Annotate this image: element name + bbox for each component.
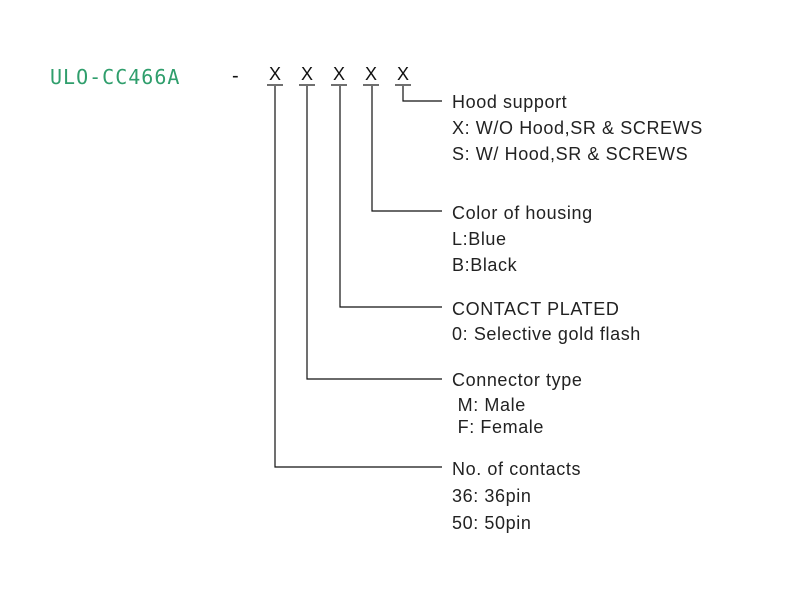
option-value: L:Blue <box>452 229 507 249</box>
option-title-color-housing: Color of housing <box>452 203 593 223</box>
option-title-contact-plated: CONTACT PLATED <box>452 299 619 319</box>
placeholder-x-2: X <box>301 64 313 84</box>
option-title-hood-support: Hood support <box>452 92 567 112</box>
placeholder-x-4: X <box>365 64 377 84</box>
placeholder-x-3: X <box>333 64 345 84</box>
option-value: 0: Selective gold flash <box>452 324 641 344</box>
leader-color-housing <box>371 86 442 212</box>
leader-contact-plated <box>339 86 442 308</box>
part-prefix: ULO-CC466A <box>50 65 180 89</box>
option-value: B:Black <box>452 255 518 275</box>
leader-no-of-contacts <box>274 86 442 468</box>
option-value: 36: 36pin <box>452 486 531 506</box>
option-title-connector-type: Connector type <box>452 370 582 390</box>
leader-connector-type <box>306 86 442 380</box>
separator-dash: - <box>232 65 239 87</box>
option-value: X: W/O Hood,SR & SCREWS <box>452 118 703 138</box>
option-value: F: Female <box>452 417 544 437</box>
option-value: M: Male <box>452 395 526 415</box>
placeholder-x-5: X <box>397 64 409 84</box>
option-value: 50: 50pin <box>452 513 531 533</box>
option-title-no-of-contacts: No. of contacts <box>452 459 581 479</box>
leader-hood-support <box>402 86 442 102</box>
placeholder-x-1: X <box>269 64 281 84</box>
option-value: S: W/ Hood,SR & SCREWS <box>452 144 688 164</box>
